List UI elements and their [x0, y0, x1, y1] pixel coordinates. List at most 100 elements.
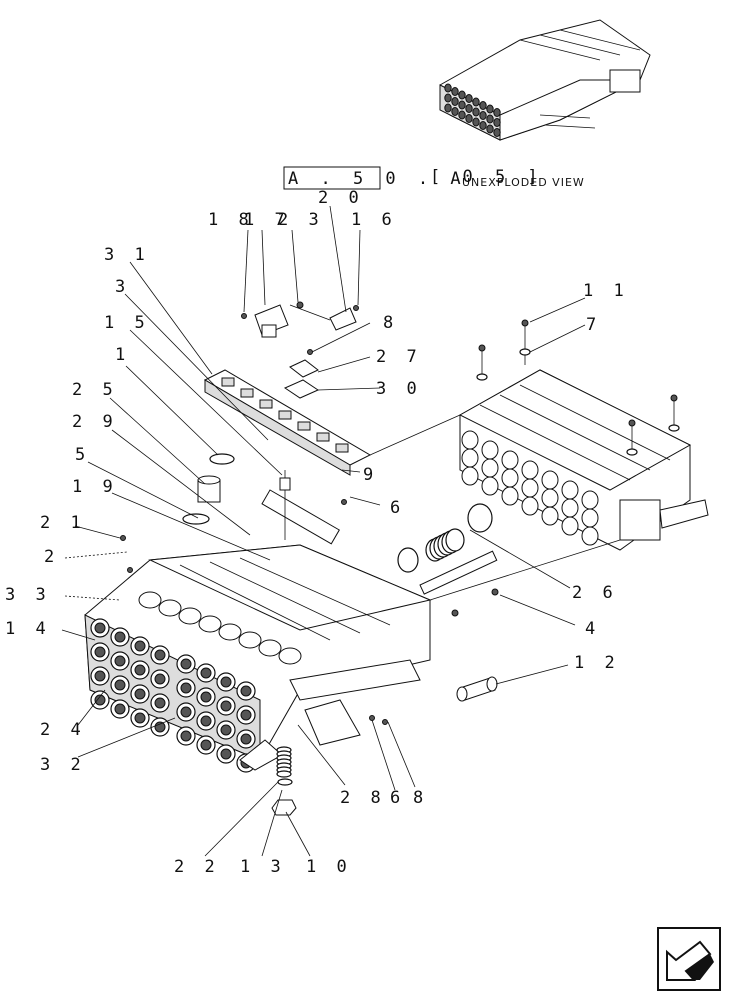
callout-33: 3 3 [5, 585, 51, 605]
callout-31: 3 1 [104, 245, 150, 265]
housing-port [444, 103, 452, 113]
callout-22: 2 2 [174, 857, 220, 877]
cage-tube [541, 506, 559, 526]
callout-19: 1 9 [72, 477, 118, 497]
bar-slot [240, 388, 254, 398]
housing-port-bore [114, 631, 126, 643]
callout-23: 2 3 [278, 210, 324, 230]
housing-port-bore [180, 682, 192, 694]
housing-port-bore [200, 739, 212, 751]
housing-port [458, 90, 466, 100]
callout-29: 2 9 [72, 412, 118, 432]
cage-tube [581, 490, 599, 510]
callout-3: 3 [115, 277, 130, 297]
housing-cone [198, 615, 222, 633]
top-small-parts [241, 301, 359, 399]
cage-tube [481, 476, 499, 496]
callout-8-lower: 8 [413, 788, 428, 808]
housing-cone [218, 623, 242, 641]
callout-2: 2 [44, 547, 59, 567]
cage-tube [521, 496, 539, 516]
cage-tube [581, 508, 599, 528]
callout-12: 1 2 [574, 653, 620, 673]
callout-4: 4 [585, 619, 600, 639]
housing-port-bore [200, 715, 212, 727]
housing-port [465, 94, 473, 103]
housing-port [486, 104, 494, 114]
housing-port [486, 114, 494, 124]
cage-tube [501, 450, 519, 470]
cage-tube [561, 498, 579, 518]
cage-tube [461, 466, 479, 486]
housing-port-bore [180, 706, 192, 718]
housing-port-bore [220, 748, 232, 760]
callout-27: 2 7 [376, 347, 422, 367]
housing-port [472, 107, 480, 117]
callout-24: 2 4 [40, 720, 86, 740]
cage-tube [481, 458, 499, 478]
cage-tube [521, 460, 539, 480]
spring-coil [276, 770, 292, 778]
callout-1: 1 [115, 345, 130, 365]
callout-28: 2 8 [340, 788, 386, 808]
housing-port-bore [134, 688, 146, 700]
housing-port [472, 117, 480, 127]
housing-port [458, 110, 466, 120]
bar-slot [335, 443, 349, 453]
cage-tube [541, 470, 559, 490]
callout-8-top: 8 [383, 313, 398, 333]
housing-port [479, 101, 487, 110]
housing-port-bore [220, 724, 232, 736]
housing-cone [138, 591, 162, 609]
callout-9: 9 [363, 465, 378, 485]
housing-port-bore [240, 685, 252, 697]
callout-6-upper: 6 [390, 498, 405, 518]
callout-15: 1 5 [104, 313, 150, 333]
main-housing [84, 489, 432, 773]
housing-port [486, 124, 494, 134]
housing-port-bore [220, 700, 232, 712]
bar-slot [259, 399, 273, 409]
housing-cone [178, 607, 202, 625]
housing-port [479, 111, 487, 120]
callout-25: 2 5 [72, 380, 118, 400]
housing-port-bore [134, 712, 146, 724]
housing-cone [278, 647, 302, 665]
unexploded-caption: UNEXPLODED VIEW [462, 176, 585, 189]
cage-tube [501, 486, 519, 506]
housing-port-bore [114, 703, 126, 715]
bar-slot [278, 410, 292, 420]
callout-26: 2 6 [572, 583, 618, 603]
springs-and-hardware [120, 470, 499, 816]
callout-5: 5 [75, 445, 90, 465]
housing-port-bore [200, 667, 212, 679]
housing-port [465, 104, 473, 113]
housing-cone [238, 631, 262, 649]
top-bar-assembly [203, 369, 372, 476]
cage-tube [501, 468, 519, 488]
bar-slot [221, 377, 235, 387]
housing-port-bore [94, 622, 106, 634]
cage-tube [541, 488, 559, 508]
cage-tube [481, 440, 499, 460]
cage-tube [561, 516, 579, 536]
housing-port-bore [200, 691, 212, 703]
reference-page: [ 0 5 ] [430, 167, 544, 187]
callout-6-lower: 6 [390, 788, 405, 808]
previous-page-arrow-icon[interactable] [657, 927, 721, 991]
callout-17: 1 7 [244, 210, 290, 230]
housing-port [472, 97, 480, 107]
spring-coil [445, 528, 465, 552]
cage-tube [521, 478, 539, 498]
leader-lines [61, 205, 621, 857]
housing-port-bore [114, 655, 126, 667]
callout-32: 3 2 [40, 755, 86, 775]
rotor-cage-assembly [458, 319, 709, 551]
callout-18: 1 8 [208, 210, 254, 230]
housing-port [493, 108, 501, 117]
housing-port [444, 93, 452, 103]
reference-box: A . 5 0 . A [ 0 5 ] UNEXPLODED VIEW [283, 166, 585, 190]
bar-slot [297, 421, 311, 431]
housing-port-bore [180, 730, 192, 742]
